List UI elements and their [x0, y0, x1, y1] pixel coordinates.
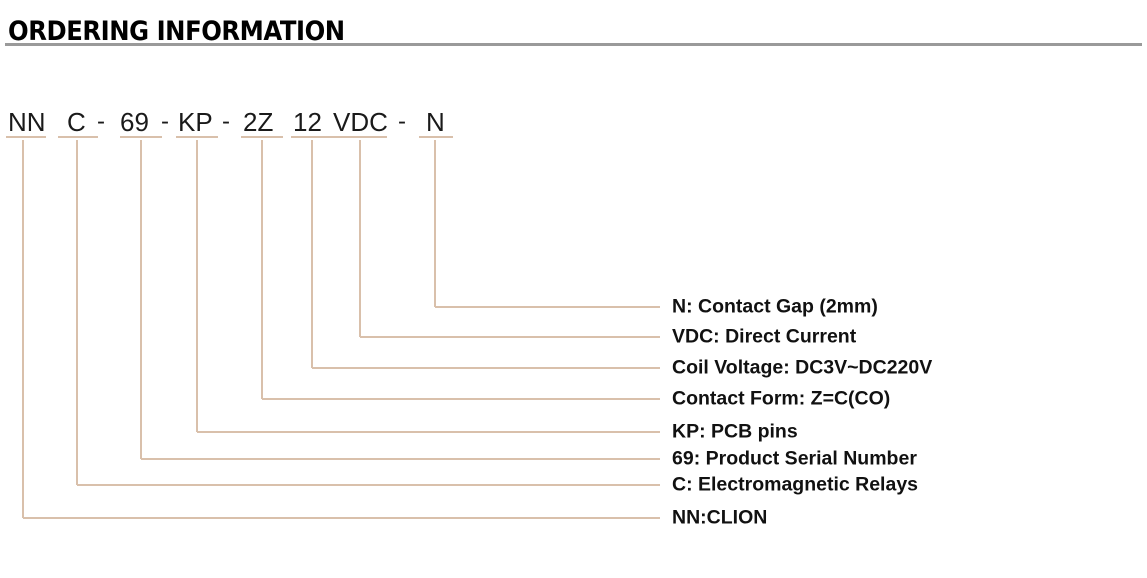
code-separator-3: - [398, 108, 406, 135]
code-separator-0: - [97, 108, 105, 135]
code-token-2: 69 [120, 107, 149, 137]
legend-item-5: 69: Product Serial Number [672, 447, 917, 470]
legend-item-1: VDC: Direct Current [672, 325, 857, 348]
code-token-5: 12 [293, 107, 322, 137]
code-token-4: 2Z [243, 107, 274, 137]
code-separator-2: - [222, 108, 230, 135]
title-divider [5, 43, 1142, 46]
legend-item-7: NN:CLION [672, 506, 768, 529]
code-token-7: N [426, 107, 445, 137]
legend-item-3: Contact Form: Z=C(CO) [672, 387, 891, 410]
page-header: ORDERING INFORMATION [0, 0, 1147, 52]
code-token-3: KP [178, 107, 213, 137]
code-token-6: VDC [333, 107, 388, 137]
code-token-0: NN [8, 107, 46, 137]
legend-item-6: C: Electromagnetic Relays [672, 473, 919, 496]
code-token-1: C [67, 107, 86, 137]
legend-item-0: N: Contact Gap (2mm) [672, 295, 878, 318]
code-separator-1: - [161, 108, 169, 135]
legend-item-2: Coil Voltage: DC3V~DC220V [672, 356, 933, 379]
legend-item-4: KP: PCB pins [672, 420, 798, 443]
page-title: ORDERING INFORMATION [8, 16, 345, 47]
